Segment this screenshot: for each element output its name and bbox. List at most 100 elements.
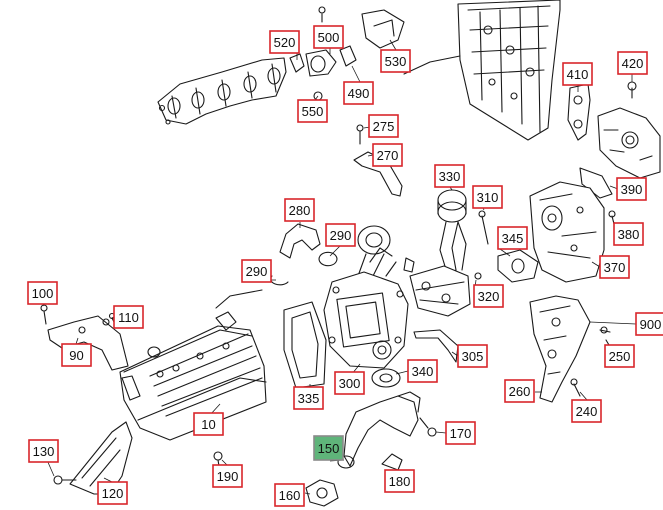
callout-number: 340 (412, 364, 434, 379)
callout-290b[interactable]: 290 (241, 259, 272, 283)
callout-number: 305 (462, 349, 484, 364)
callout-number: 260 (509, 384, 531, 399)
callout-340[interactable]: 340 (407, 359, 438, 383)
callout-275[interactable]: 275 (368, 114, 399, 138)
callout-number: 530 (385, 54, 407, 69)
callout-390[interactable]: 390 (616, 177, 647, 201)
callout-150[interactable]: 150 (313, 435, 344, 461)
callout-box[interactable] (113, 305, 144, 329)
callout-number: 420 (622, 56, 644, 71)
callout-box[interactable] (269, 30, 300, 54)
callout-270[interactable]: 270 (372, 143, 403, 167)
callout-250[interactable]: 250 (604, 344, 635, 368)
callout-240[interactable]: 240 (571, 399, 602, 423)
callout-box[interactable] (241, 259, 272, 283)
callout-box[interactable] (343, 81, 374, 105)
callout-box[interactable] (599, 255, 630, 279)
callout-box[interactable] (613, 222, 644, 246)
callout-box[interactable] (457, 344, 488, 368)
actuator-330 (437, 189, 467, 277)
callout-box[interactable] (571, 399, 602, 423)
callout-box[interactable] (368, 114, 399, 138)
callout-420[interactable]: 420 (617, 51, 648, 75)
callout-box[interactable] (61, 343, 92, 367)
callout-310[interactable]: 310 (472, 185, 503, 209)
callout-190[interactable]: 190 (212, 464, 243, 488)
callout-300[interactable]: 300 (334, 371, 365, 395)
callout-box[interactable] (313, 435, 344, 461)
callout-box[interactable] (445, 421, 476, 445)
callout-box[interactable] (562, 62, 593, 86)
callout-number: 390 (621, 182, 643, 197)
exhaust-manifold (157, 57, 287, 125)
pipe-150 (337, 391, 421, 469)
callout-10[interactable]: 10 (193, 412, 224, 436)
callout-box[interactable] (293, 386, 324, 410)
callout-box[interactable] (334, 371, 365, 395)
callout-number: 550 (302, 104, 324, 119)
callout-380[interactable]: 380 (613, 222, 644, 246)
callout-number: 100 (32, 286, 54, 301)
callout-900[interactable]: 900 (635, 312, 663, 336)
callout-160[interactable]: 160 (274, 483, 305, 507)
callout-box[interactable] (604, 344, 635, 368)
callout-box[interactable] (297, 99, 328, 123)
callout-labels: 520 500 530 490 550 410 420 275 270 330 310 390 380 2… (27, 25, 663, 507)
callout-number: 290 (246, 264, 268, 279)
callout-490[interactable]: 490 (343, 81, 374, 105)
callout-box[interactable] (380, 49, 411, 73)
callout-number: 370 (604, 260, 626, 275)
callout-130[interactable]: 130 (28, 439, 59, 463)
callout-number: 275 (373, 119, 395, 134)
callout-100[interactable]: 100 (27, 281, 58, 305)
callout-number: 330 (439, 169, 461, 184)
callout-box[interactable] (97, 481, 128, 505)
callout-number: 520 (274, 35, 296, 50)
callout-330[interactable]: 330 (434, 164, 465, 188)
callout-550[interactable]: 550 (297, 99, 328, 123)
callout-410[interactable]: 410 (562, 62, 593, 86)
callout-120[interactable]: 120 (97, 481, 128, 505)
callout-number: 380 (618, 227, 640, 242)
callout-box[interactable] (497, 226, 528, 250)
callout-box[interactable] (193, 412, 224, 436)
callout-170[interactable]: 170 (445, 421, 476, 445)
callout-box[interactable] (617, 51, 648, 75)
callout-110[interactable]: 110 (113, 305, 144, 329)
callout-290a[interactable]: 290 (325, 223, 356, 247)
callout-180[interactable]: 180 (384, 469, 415, 493)
callout-box[interactable] (28, 439, 59, 463)
callout-260[interactable]: 260 (504, 379, 535, 403)
callout-box[interactable] (325, 223, 356, 247)
callout-number: 250 (609, 349, 631, 364)
callout-500[interactable]: 500 (313, 25, 344, 49)
callout-number: 150 (318, 441, 340, 456)
callout-box[interactable] (212, 464, 243, 488)
callout-box[interactable] (407, 359, 438, 383)
callout-box[interactable] (384, 469, 415, 493)
callout-90[interactable]: 90 (61, 343, 92, 367)
callout-530[interactable]: 530 (380, 49, 411, 73)
callout-box[interactable] (284, 198, 315, 222)
callout-box[interactable] (472, 185, 503, 209)
callout-box[interactable] (313, 25, 344, 49)
callout-number: 320 (478, 289, 500, 304)
callout-345[interactable]: 345 (497, 226, 528, 250)
callout-number: 110 (118, 310, 139, 325)
callout-box[interactable] (616, 177, 647, 201)
callout-box[interactable] (27, 281, 58, 305)
callout-box[interactable] (504, 379, 535, 403)
callout-box[interactable] (274, 483, 305, 507)
callout-box[interactable] (434, 164, 465, 188)
callout-370[interactable]: 370 (599, 255, 630, 279)
callout-box[interactable] (372, 143, 403, 167)
callout-520[interactable]: 520 (269, 30, 300, 54)
callout-305[interactable]: 305 (457, 344, 488, 368)
callout-number: 10 (201, 417, 215, 432)
callout-320[interactable]: 320 (473, 284, 504, 308)
callout-box[interactable] (635, 312, 663, 336)
callout-number: 180 (389, 474, 411, 489)
callout-box[interactable] (473, 284, 504, 308)
callout-280[interactable]: 280 (284, 198, 315, 222)
callout-335[interactable]: 335 (293, 386, 324, 410)
